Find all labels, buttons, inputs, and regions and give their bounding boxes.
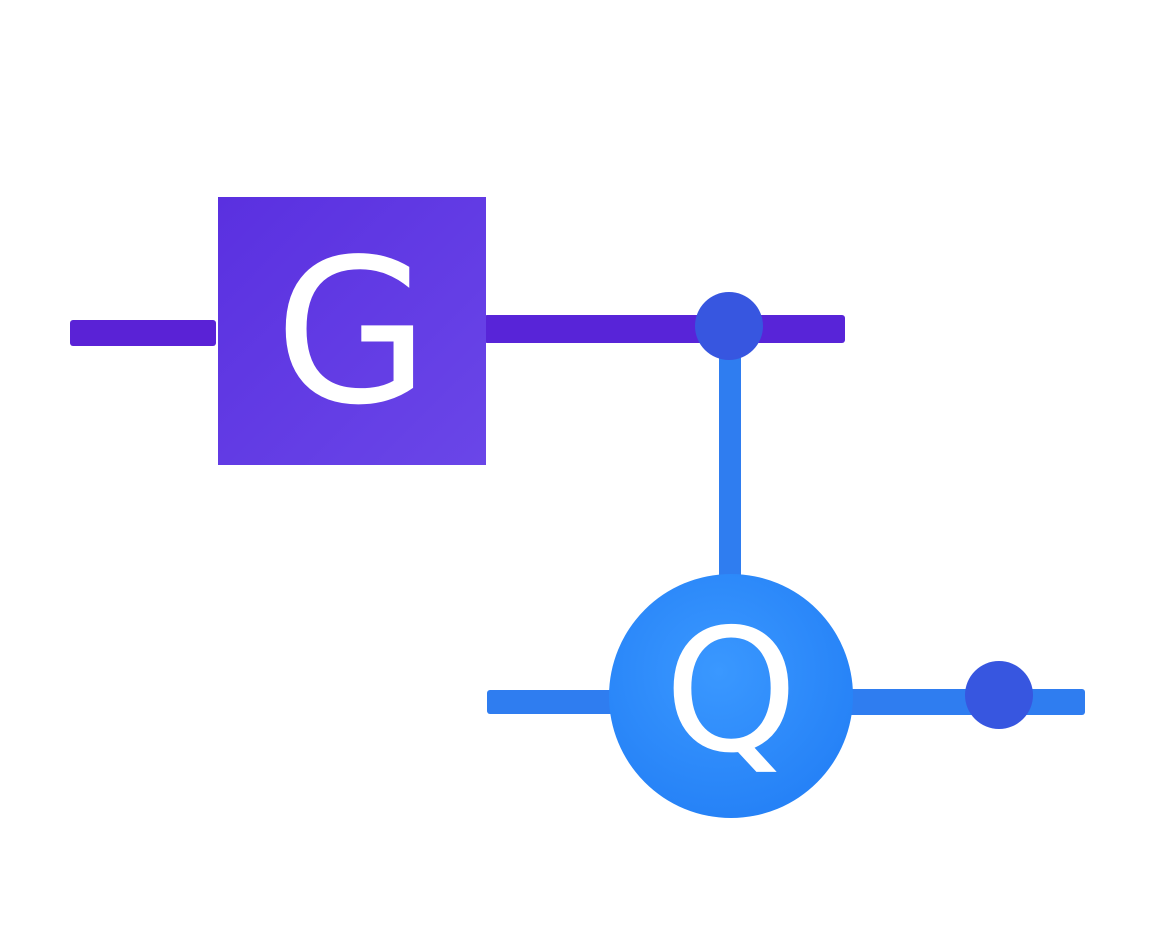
gate-box: G	[218, 197, 486, 465]
control-dot	[695, 292, 763, 360]
qubit-circle: Q	[609, 574, 853, 818]
gate-letter-g: G	[275, 217, 430, 450]
qubit-letter-q: Q	[664, 593, 798, 791]
top-wire-right	[484, 315, 845, 343]
bottom-wire-right	[845, 689, 1085, 715]
top-wire-left	[70, 320, 216, 346]
bottom-wire-left	[487, 690, 617, 714]
end-dot	[965, 661, 1033, 729]
control-connector-line	[719, 330, 741, 580]
